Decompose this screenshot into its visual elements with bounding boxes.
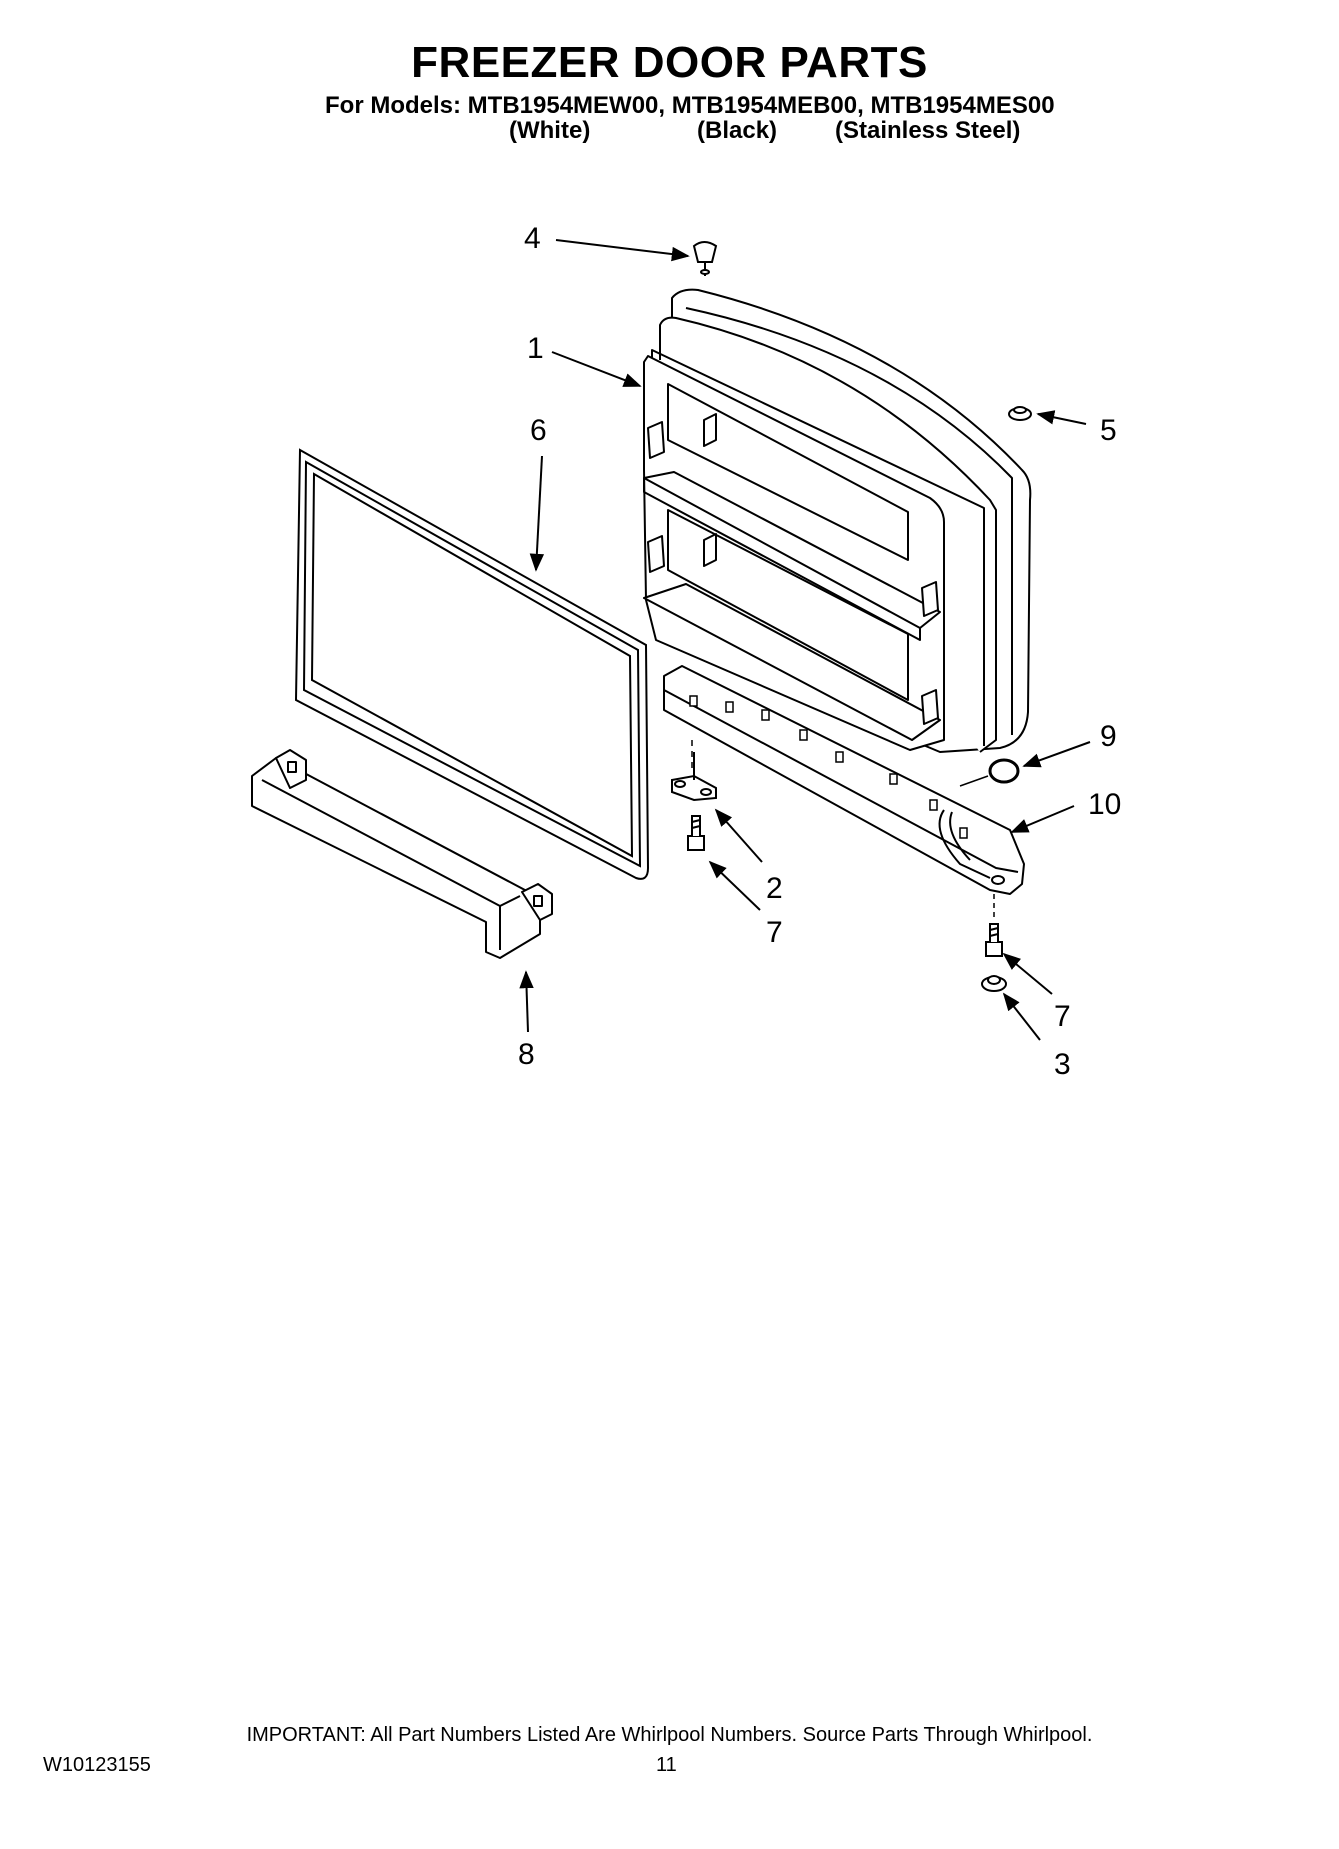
callout-1: 1 — [527, 332, 544, 365]
hinge-screw-left — [687, 815, 705, 851]
top-hinge-pin — [692, 241, 718, 276]
bracket-tabs — [689, 695, 968, 839]
callout-10: 10 — [1088, 788, 1121, 821]
hinge-pin-bracket — [671, 752, 717, 802]
callout-6: 6 — [530, 414, 547, 447]
page-title: FREEZER DOOR PARTS — [411, 38, 928, 87]
callout-8: 8 — [518, 1038, 535, 1071]
models-line: For Models: MTB1954MEW00, MTB1954MEB00, … — [325, 92, 1055, 119]
page-number: 11 — [656, 1754, 677, 1776]
callout-7-left: 7 — [766, 916, 783, 949]
finish-black: (Black) — [697, 117, 778, 144]
spacer-washer — [988, 758, 1020, 784]
callout-5: 5 — [1100, 414, 1117, 447]
freezer-door-assembly — [643, 288, 1032, 753]
door-gasket — [294, 448, 650, 880]
hole-plug — [1008, 406, 1032, 421]
hinge-bushing — [981, 975, 1007, 992]
footer-important-note: IMPORTANT: All Part Numbers Listed Are W… — [246, 1724, 1093, 1746]
callout-9: 9 — [1100, 720, 1117, 753]
bottom-hinge-bracket — [663, 665, 1025, 895]
finish-stainless: (Stainless Steel) — [835, 117, 1021, 144]
callout-2: 2 — [766, 872, 783, 905]
document-id: W10123155 — [43, 1754, 151, 1776]
door-handle — [251, 749, 553, 959]
callout-7-right: 7 — [1054, 1000, 1071, 1033]
callout-4: 4 — [524, 222, 541, 255]
finish-white: (White) — [509, 117, 591, 144]
hinge-screw-right — [985, 923, 1003, 957]
leader-arrows — [519, 239, 1091, 1041]
callout-3: 3 — [1054, 1048, 1071, 1081]
